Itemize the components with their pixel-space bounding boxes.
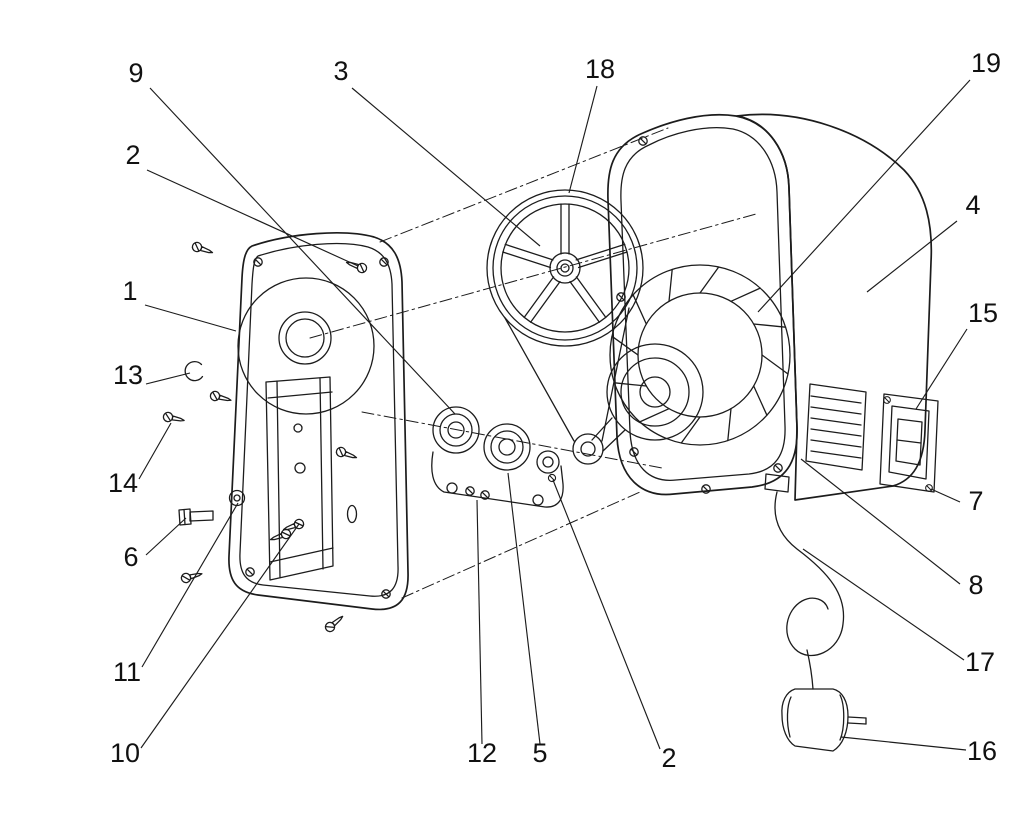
leader-line-16-12	[476, 499, 483, 745]
callout-label-17-5: 5	[532, 738, 547, 768]
leader-line-5-1	[144, 304, 237, 332]
callout-label-5-1: 1	[122, 276, 137, 306]
callout-layer: 9 3 18 19 2 1 13 4 15 14 6 7 8 11 17 10 12 5 2 16	[108, 48, 1001, 773]
leader-line-7-4	[866, 220, 958, 293]
bearing-bracket-assembly	[431, 406, 564, 508]
leader-line-19-16	[840, 736, 967, 751]
leader-line-0-9	[149, 87, 456, 415]
callout-label-3-19: 19	[971, 48, 1001, 78]
callout-label-7-4: 4	[965, 190, 980, 220]
retaining-ring	[184, 360, 204, 382]
callout-label-14-17: 17	[965, 647, 995, 677]
vent-grille	[805, 383, 867, 471]
alignment-guides	[309, 127, 757, 599]
leader-line-3-19	[757, 79, 971, 313]
motor-housing-shell	[607, 113, 933, 501]
callout-label-8-15: 15	[968, 298, 998, 328]
callout-label-11-7: 7	[968, 486, 983, 516]
electric-motor	[591, 343, 704, 452]
leader-line-8-15	[915, 328, 968, 410]
callout-label-16-12: 12	[467, 738, 497, 768]
leader-line-12-8	[800, 458, 961, 585]
leader-line-18-2	[552, 479, 661, 750]
callout-label-13-11: 11	[113, 657, 141, 687]
leader-line-15-10	[140, 523, 300, 749]
power-cord	[774, 491, 845, 690]
callout-label-12-8: 8	[968, 570, 983, 600]
leader-line-1-3	[351, 87, 541, 247]
callout-label-6-13: 13	[113, 360, 143, 390]
leader-line-10-6	[145, 517, 187, 556]
leader-line-4-2	[146, 169, 359, 267]
callout-label-2-18: 18	[585, 54, 615, 84]
pulley-wheel	[486, 189, 644, 347]
leader-line-17-5	[507, 472, 541, 745]
callout-label-10-6: 6	[123, 542, 138, 572]
leader-line-9-14	[138, 422, 172, 480]
leader-line-14-17	[802, 548, 965, 661]
callout-label-1-3: 3	[333, 56, 348, 86]
leader-line-6-13	[145, 372, 191, 385]
callout-label-0-9: 9	[128, 58, 143, 88]
callout-label-15-10: 10	[110, 738, 140, 768]
callout-label-18-2: 2	[661, 743, 676, 773]
power-switch	[879, 393, 939, 493]
side-cover-panel	[228, 232, 409, 611]
leader-line-11-7	[930, 488, 961, 503]
leader-line-2-18	[568, 85, 598, 194]
leader-line-13-11	[141, 502, 239, 668]
panel-screws	[161, 240, 369, 635]
motor-fan	[609, 264, 791, 446]
hex-bolt	[178, 508, 214, 526]
callout-label-9-14: 14	[108, 468, 138, 498]
callout-label-19-16: 16	[967, 736, 997, 766]
callout-label-4-2: 2	[125, 140, 140, 170]
drive-belt	[504, 307, 630, 465]
mounting-bracket	[265, 376, 334, 581]
power-plug	[781, 688, 867, 752]
